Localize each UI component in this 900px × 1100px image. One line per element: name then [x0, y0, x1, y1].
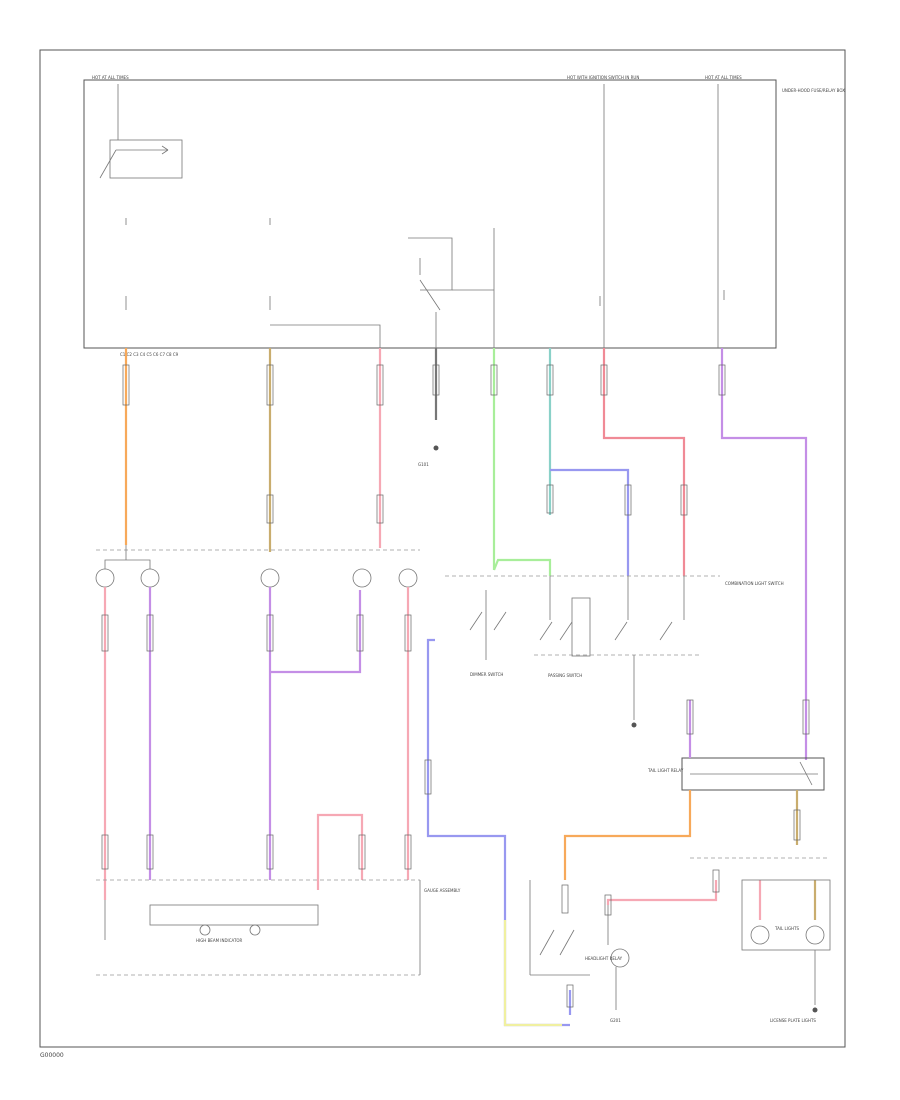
connectors	[101, 364, 810, 1008]
fuse-mid-label: HOT WITH IGNITION SWITCH IN RUN	[567, 75, 639, 80]
tail-light-relay: TAIL LIGHT RELAY	[647, 757, 825, 791]
pin-row-label: C1 C2 C3 C4 C5 C6 C7 C8 C9	[120, 352, 179, 357]
ground-g101: G101	[418, 445, 439, 467]
ground-bottom-label: G201	[610, 1018, 621, 1023]
box-right-label: UNDER-HOOD FUSE/RELAY BOX	[782, 88, 845, 93]
gauge-box-label: GAUGE ASSEMBLY	[424, 888, 461, 893]
bottom-right-label: LICENSE PLATE LIGHTS	[770, 1018, 816, 1023]
lamp-wires	[103, 587, 410, 900]
dimmer-label: DIMMER SWITCH	[470, 672, 503, 677]
fuse-left-label: HOT AT ALL TIMES	[92, 75, 129, 80]
tail-relay-label: TAIL LIGHT RELAY	[647, 768, 684, 773]
footer-code: G00000	[40, 1052, 64, 1059]
passing-label: PASSING SWITCH	[548, 673, 582, 678]
headlight-relay-label: HEADLIGHT RELAY	[585, 956, 623, 961]
fuse-box-internals	[99, 84, 725, 348]
ground-mid-label: G101	[418, 462, 429, 467]
headlight-relay: HEADLIGHT RELAY	[529, 880, 623, 976]
tail-lights-label: TAIL LIGHTS	[774, 926, 800, 931]
fuse-relay-box	[83, 79, 777, 349]
front-lights-row	[95, 545, 420, 588]
gauge-assembly: GAUGE ASSEMBLY HIGH BEAM INDICATOR	[96, 879, 461, 976]
switch-main-label: COMBINATION LIGHT SWITCH	[725, 581, 784, 586]
diagram-frame	[39, 49, 846, 1048]
high-beam-label: HIGH BEAM INDICATOR	[196, 938, 243, 943]
tail-lights: TAIL LIGHTS G201 LICENSE PLATE LIGHTS	[606, 857, 831, 1023]
combination-switch: COMBINATION LIGHT SWITCH DIMMER SWITCH P…	[445, 575, 784, 728]
fuse-box-wires	[124, 348, 808, 760]
fuse-right-label: HOT AT ALL TIMES	[705, 75, 742, 80]
